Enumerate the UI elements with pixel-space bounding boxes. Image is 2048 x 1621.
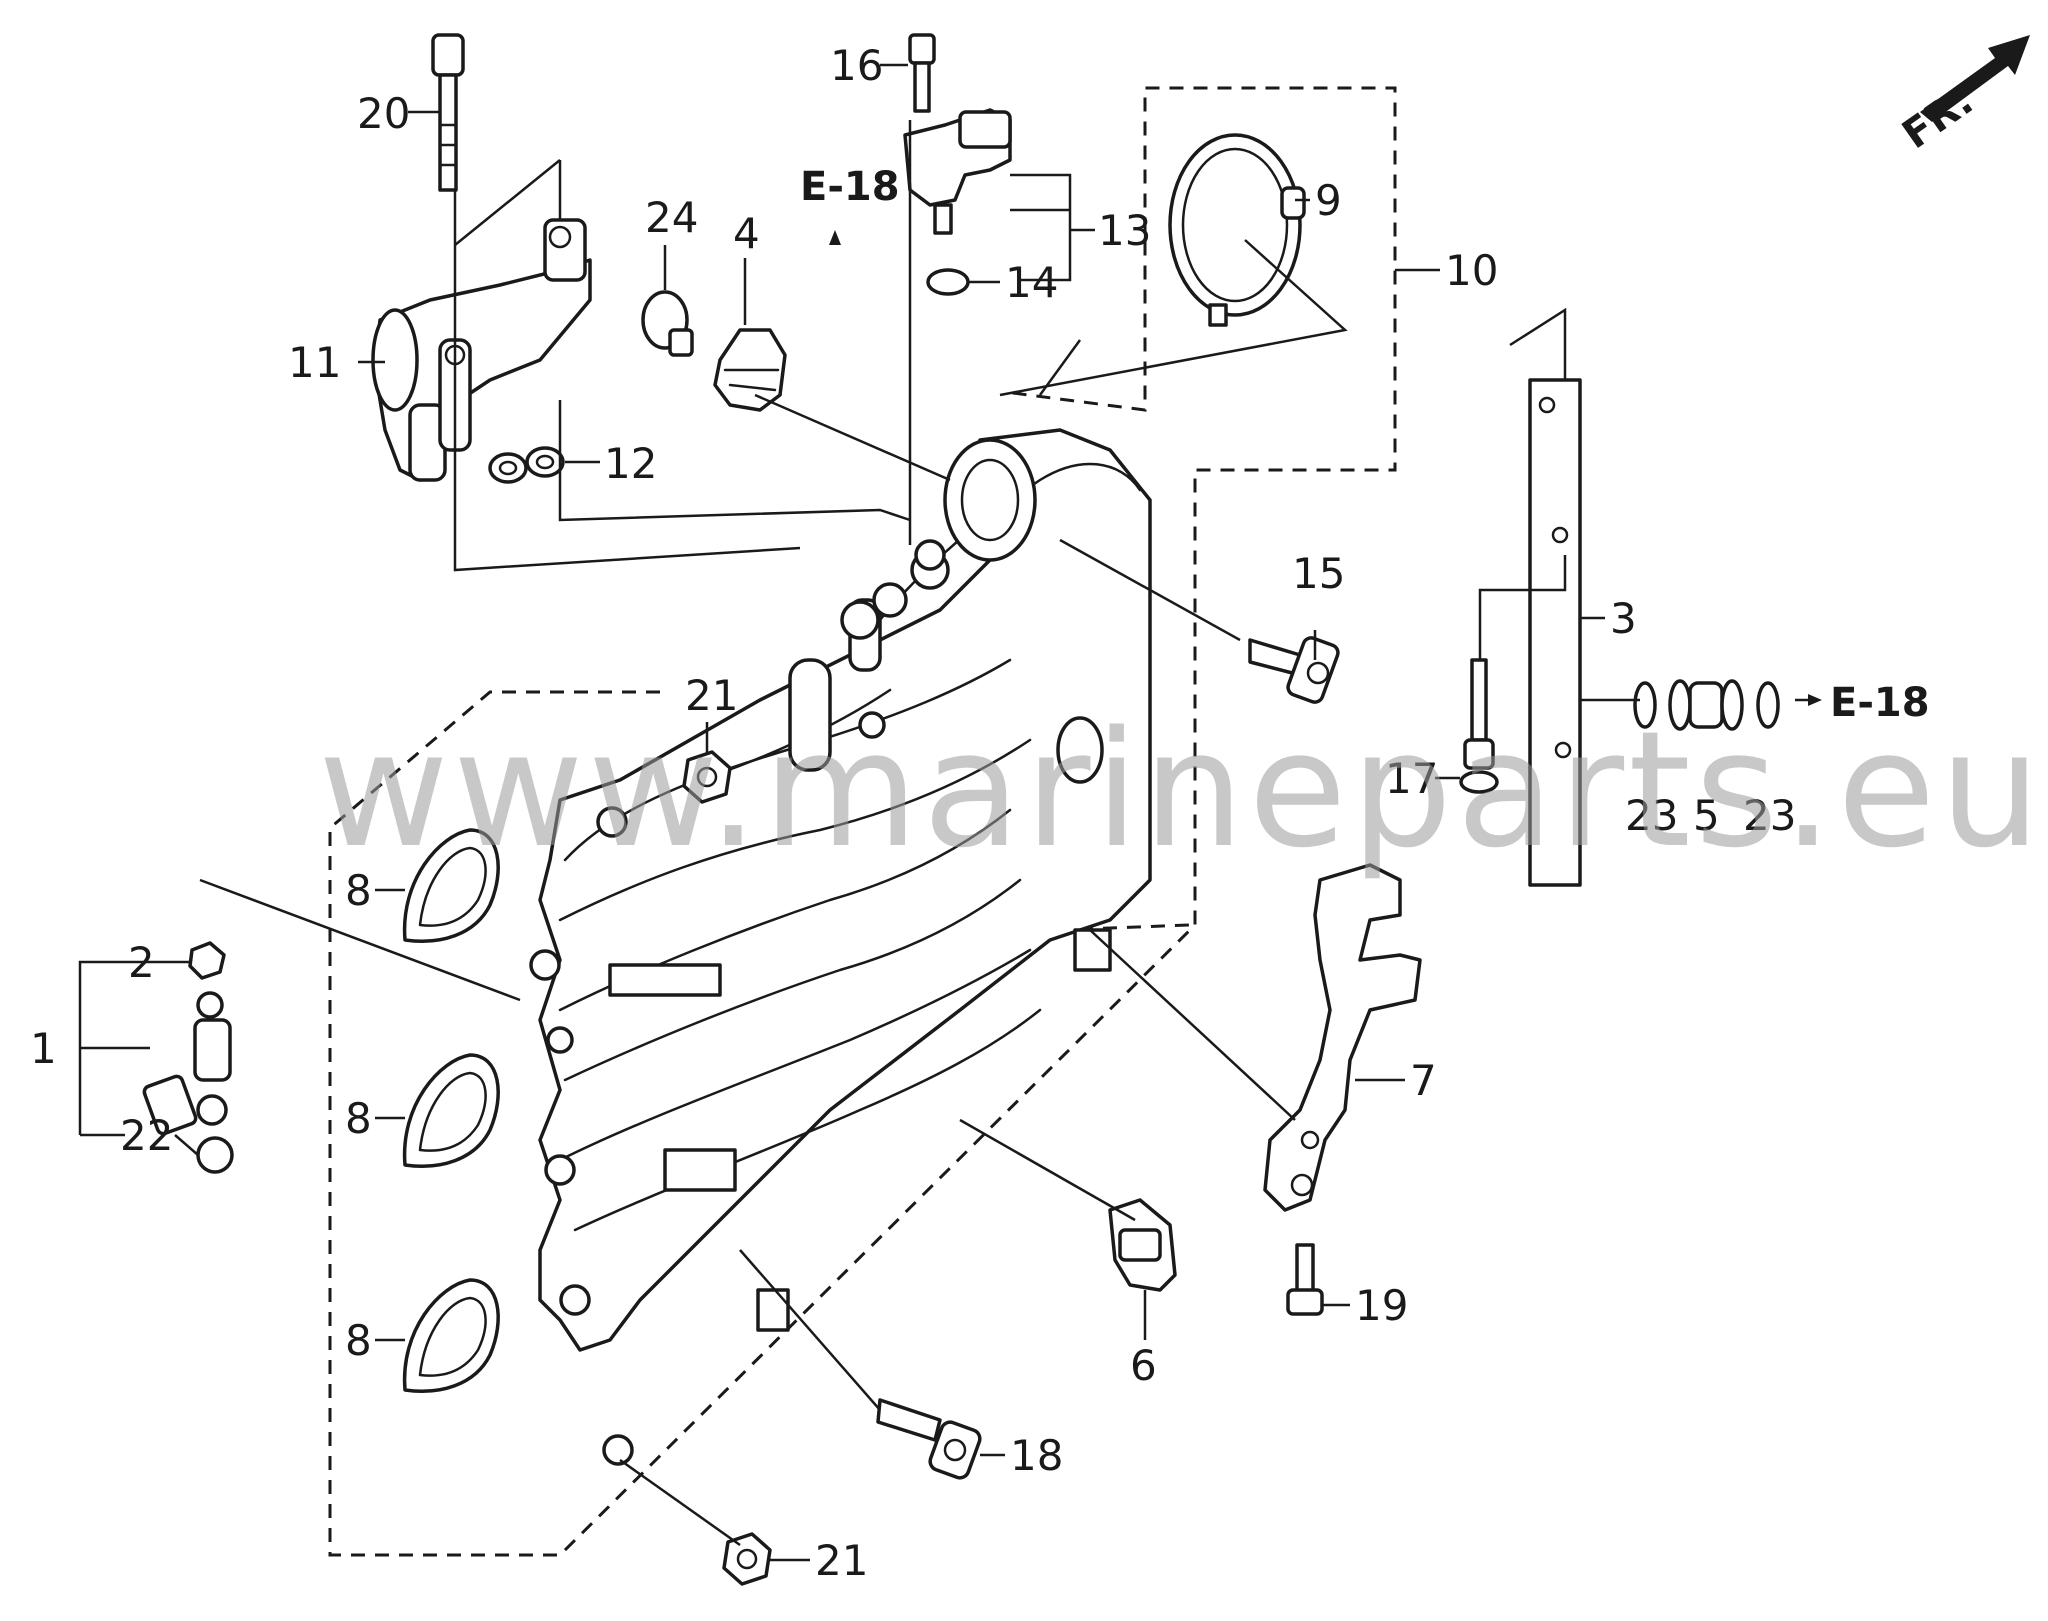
callout-7: 7 [1410,1056,1437,1105]
callout-8-1: 8 [345,866,372,915]
callout-16: 16 [830,41,883,90]
part-3-bracket [1528,378,1582,887]
part-23-ring-left [1633,681,1657,729]
part-5-fitting [1668,679,1744,731]
part-6-clip [1108,1198,1177,1292]
part-13-map-sensor [903,108,1012,235]
part-21-nut-upper [682,750,732,804]
part-16-bolt [908,33,936,113]
callout-8-2: 8 [345,1094,372,1143]
part-19-bolt [1286,1243,1324,1316]
part-11-throttle-housing [371,218,592,482]
callout-11: 11 [288,338,341,387]
callout-1: 1 [30,1024,57,1073]
callout-13: 13 [1098,206,1151,255]
part-8-gasket-3 [402,1278,500,1393]
part-4-rotor [713,328,787,412]
part-22-washer [196,1136,234,1174]
part-2-nut [188,941,226,980]
callout-3: 3 [1610,594,1637,643]
callout-12: 12 [604,439,657,488]
part-24-washer [641,290,694,357]
part-14-o-ring [926,268,970,296]
part-21-nut-lower [722,1532,772,1586]
callout-10: 10 [1445,246,1498,295]
callout-19: 19 [1355,1281,1408,1330]
callout-8-3: 8 [345,1316,372,1365]
part-1-temperature-sensor [142,991,232,1136]
part-12-o-rings [488,446,565,484]
callout-6: 6 [1130,1341,1157,1390]
part-18-bolt [876,1398,982,1480]
callout-2: 2 [128,938,155,987]
callout-15: 15 [1292,549,1345,598]
part-15-bolt [1248,636,1340,704]
callout-21-lower: 21 [815,1536,868,1585]
leader-lines [78,63,1815,1562]
reference-e18-right: E-18 [1830,680,1930,726]
arrow-to-e18-right [1808,694,1822,706]
intake-manifold [529,428,1152,1466]
callout-20: 20 [357,89,410,138]
callout-18: 18 [1010,1431,1063,1480]
part-7-bracket [1263,863,1422,1212]
part-20-long-bolt [431,33,465,192]
arrow-to-e18-top [829,230,841,245]
callout-14: 14 [1005,258,1058,307]
callout-4: 4 [733,209,760,258]
callout-9: 9 [1315,176,1342,225]
part-8-gasket-2 [402,1053,500,1168]
part-9-gasket-ring [1168,133,1306,327]
reference-e18-top: E-18 [800,164,900,210]
part-8-gasket-1 [402,828,500,943]
watermark: www.marineparts.eu [318,696,2045,883]
callout-labels: 20 11 12 24 4 16 13 14 9 10 15 3 17 23 5… [30,41,1981,1585]
callout-24: 24 [645,193,698,242]
callout-23-left: 23 [1625,791,1678,840]
group-boundary-manifold [328,86,1397,1557]
callout-17: 17 [1385,754,1438,803]
callout-21-upper: 21 [685,671,738,720]
front-direction-arrow-icon [1920,35,2030,122]
part-23-ring-right [1756,681,1780,729]
callout-5: 5 [1693,791,1720,840]
part-17-bolt [1459,658,1499,794]
callout-23-right: 23 [1743,791,1796,840]
callout-22: 22 [120,1111,173,1160]
